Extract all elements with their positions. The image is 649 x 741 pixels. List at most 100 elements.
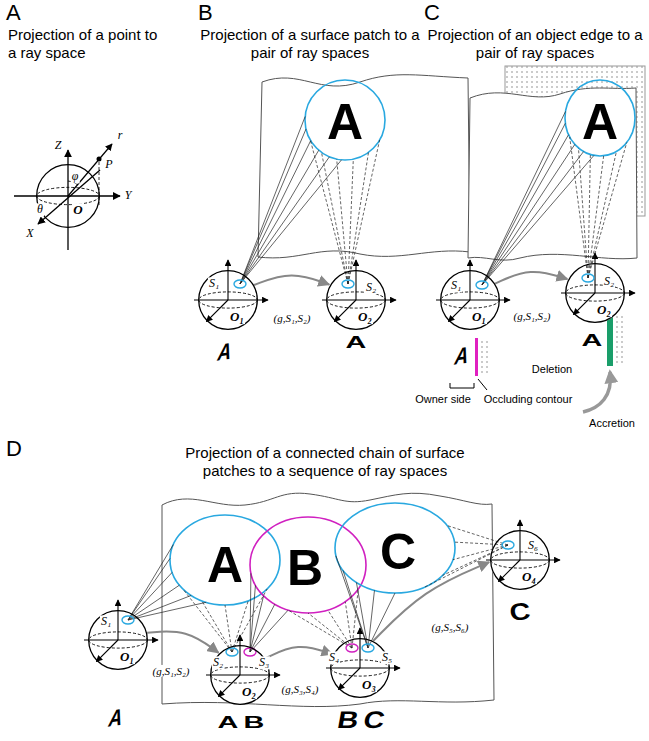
sphere-equator — [199, 292, 258, 308]
panel-title: Projection of an object edge to a pair o… — [426, 26, 644, 62]
sphere-axis — [338, 668, 360, 690]
ray-space-sphere: O₁ — [88, 610, 148, 670]
ray-space-patch — [122, 616, 134, 624]
transform-label: (g,S₁,S₂) — [151, 665, 192, 677]
projection-ray — [240, 117, 305, 284]
projection-ray — [240, 150, 319, 284]
projection-ray — [232, 601, 248, 652]
surface-letter: A — [207, 540, 243, 590]
origin-label: O — [72, 203, 83, 217]
ray-space-patch — [582, 274, 594, 282]
projection-ray — [570, 137, 588, 278]
ray-space-sphere: O₂ — [326, 270, 386, 330]
projection-ray — [443, 545, 508, 575]
projection-ray — [128, 572, 172, 620]
projected-image: A — [452, 343, 471, 369]
projected-image: B — [244, 714, 265, 731]
panel-title: Projection of a connected chain of surfa… — [160, 444, 490, 480]
projection-ray — [240, 129, 306, 284]
axis-label: S₁ — [208, 277, 220, 290]
ray-space-patch — [362, 644, 374, 652]
sphere-axis — [448, 300, 470, 322]
axis-label: Z — [54, 139, 63, 152]
projected-image: C — [509, 599, 532, 624]
sphere-circle — [331, 639, 390, 698]
projection-ray — [128, 595, 191, 620]
sphere-outline — [36, 164, 100, 228]
sphere-outline — [88, 610, 148, 670]
projection-ray — [288, 610, 352, 648]
projection-ray — [225, 605, 232, 652]
projection-ray — [348, 152, 369, 284]
surface-letter: B — [287, 543, 323, 593]
transform-arrow — [495, 272, 567, 284]
sphere-axis — [218, 675, 240, 697]
annotation: Accretion — [588, 417, 636, 430]
sphere-outline — [565, 263, 625, 323]
ray-space-sphere: O₄ — [490, 530, 550, 590]
projection-ray — [328, 610, 352, 648]
axis-label: S₅ — [381, 651, 393, 664]
surface-patch — [565, 80, 635, 156]
projection-ray — [482, 111, 566, 285]
panel-letter: B — [198, 2, 213, 24]
projection-ray — [337, 159, 348, 284]
surface-sheet — [162, 493, 494, 706]
sphere-axis — [498, 560, 520, 582]
occluding-contour-bar — [475, 338, 478, 376]
ray-space-patch — [346, 644, 358, 652]
sphere-outline — [330, 638, 390, 698]
sphere-backs — [84, 253, 635, 705]
projection-ray — [482, 155, 594, 285]
axis-label: r — [117, 129, 124, 142]
origin-label: O₁ — [471, 310, 487, 324]
sphere-circle — [211, 646, 270, 705]
surface-patch — [335, 503, 455, 593]
axis-label: S₂ — [603, 275, 615, 288]
sphere-equator — [37, 187, 100, 204]
surface-patch — [305, 80, 385, 160]
transform-arrow — [254, 275, 329, 285]
projected-image: C — [361, 708, 386, 732]
projection-ray — [454, 542, 508, 545]
origin-label: O₁ — [119, 650, 135, 664]
sphere-axis — [519, 520, 520, 560]
transform-arrow — [147, 631, 218, 652]
owner-bracket — [450, 383, 474, 388]
projection-ray — [240, 160, 342, 284]
sphere-axis — [594, 253, 595, 293]
projection-ray — [482, 135, 569, 285]
panel-letter: D — [6, 438, 22, 460]
sphere-circle — [441, 271, 500, 330]
sphere-axis — [469, 260, 470, 300]
projection-ray — [128, 585, 179, 620]
sphere-axis — [359, 628, 360, 668]
surface-letter: A — [582, 97, 618, 147]
sphere-equator — [491, 552, 550, 568]
projection-ray — [310, 140, 348, 284]
surface-patch — [250, 517, 366, 613]
projection-ray — [128, 558, 170, 620]
axis-label: θ — [36, 203, 44, 216]
projection-ray — [250, 604, 275, 652]
projection-ray — [482, 123, 565, 285]
surface-letter: A — [327, 97, 363, 147]
projected-image: A — [346, 334, 367, 351]
projection-ray — [321, 152, 348, 284]
projection-ray — [588, 142, 627, 278]
projection-ray — [588, 155, 590, 278]
accretion-bar — [607, 316, 613, 366]
projection-ray — [588, 156, 604, 278]
axis-label: S₃ — [258, 656, 270, 669]
sphere-axis — [117, 600, 118, 640]
projection-ray — [128, 545, 173, 620]
ray-space-patch — [234, 280, 246, 288]
axis-label: S₁ — [100, 615, 112, 628]
sphere-circle — [566, 264, 625, 323]
ray-space-sphere: O — [36, 164, 100, 228]
sphere-axis — [206, 300, 228, 322]
projection-ray — [183, 589, 232, 652]
point-p — [97, 157, 102, 162]
y-axis — [14, 195, 120, 196]
